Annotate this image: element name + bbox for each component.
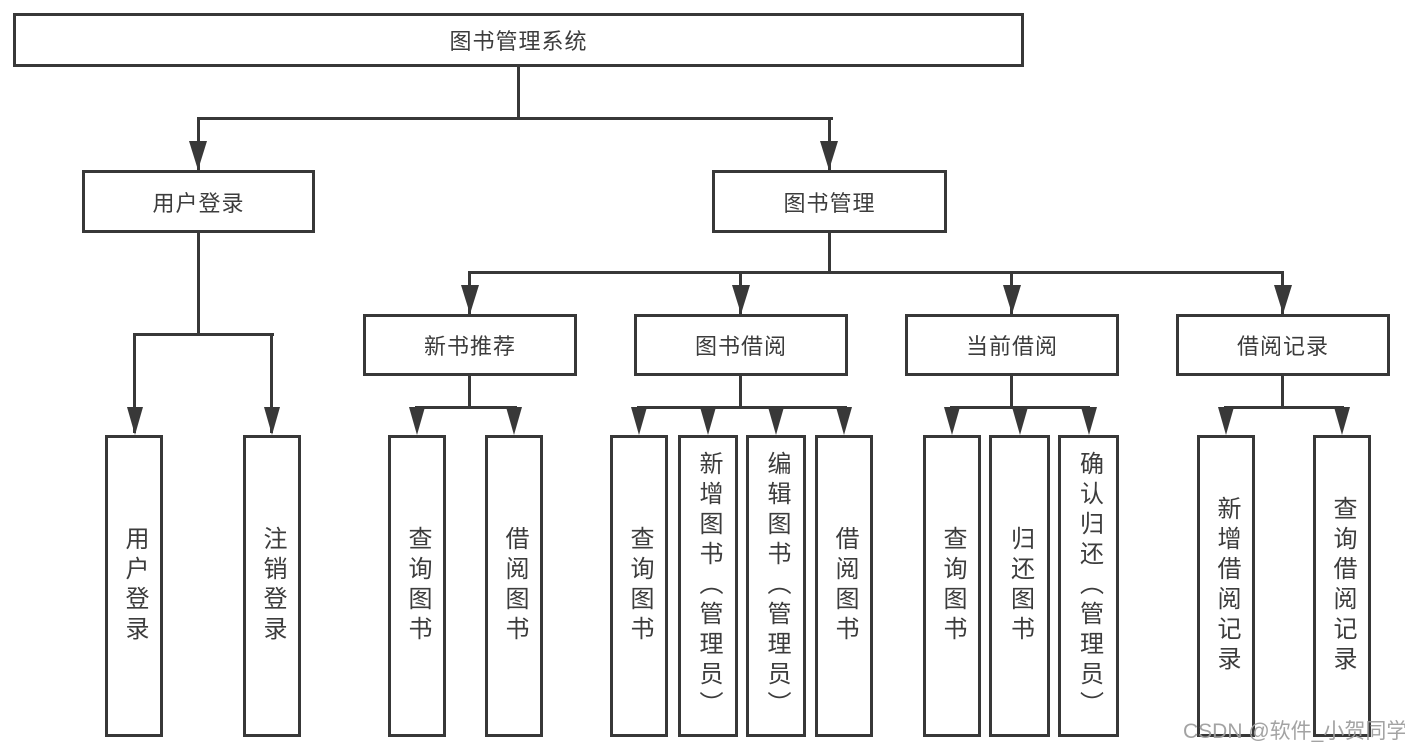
arrow-down-icon bbox=[1081, 407, 1097, 435]
arrow-down-icon bbox=[836, 407, 852, 435]
leaf-borrow-books: 借阅图书 bbox=[815, 435, 873, 737]
arrow-down-icon bbox=[461, 285, 479, 314]
leaf-add-borrow-record: 新增借阅记录 bbox=[1197, 435, 1255, 737]
arrow-down-icon bbox=[506, 407, 522, 435]
leaf-return-book: 归还图书 bbox=[989, 435, 1050, 737]
connector-user-login-bus bbox=[133, 333, 274, 336]
node-root: 图书管理系统 bbox=[13, 13, 1024, 67]
arrow-down-icon bbox=[631, 407, 647, 435]
connector-new-book-bus bbox=[415, 406, 517, 409]
node-new-book-recommend: 新书推荐 bbox=[363, 314, 577, 376]
connector-level2-bus bbox=[197, 117, 833, 120]
connector-stem-leaf-logout bbox=[270, 333, 273, 433]
connector-level3-bus bbox=[469, 271, 1284, 274]
connector-root-drop bbox=[517, 67, 520, 119]
leaf-query-books-current: 查询图书 bbox=[923, 435, 981, 737]
csdn-watermark: CSDN @软件_小贺同学 bbox=[1183, 720, 1405, 743]
leaf-logout: 注销登录 bbox=[243, 435, 301, 737]
connector-borrow-records-bus bbox=[1224, 406, 1344, 409]
connector-stem-leaf-login bbox=[133, 333, 136, 433]
connector-new-book-drop bbox=[468, 376, 471, 408]
arrow-down-icon bbox=[768, 407, 784, 435]
arrow-down-icon bbox=[189, 141, 207, 170]
arrow-down-icon bbox=[820, 141, 838, 170]
arrow-down-icon bbox=[732, 285, 750, 314]
connector-book-management-drop bbox=[828, 233, 831, 274]
node-user-login: 用户登录 bbox=[82, 170, 315, 233]
connector-book-borrow-bus bbox=[637, 406, 847, 409]
leaf-user-login: 用户登录 bbox=[105, 435, 163, 737]
arrow-down-icon bbox=[1274, 285, 1292, 314]
leaf-add-book-admin: 新增图书（管理员） bbox=[678, 435, 738, 737]
leaf-edit-book-admin: 编辑图书（管理员） bbox=[746, 435, 806, 737]
connector-user-login-drop bbox=[197, 233, 200, 336]
node-current-borrow: 当前借阅 bbox=[905, 314, 1119, 376]
arrow-down-icon bbox=[700, 407, 716, 435]
arrow-down-icon bbox=[944, 407, 960, 435]
arrow-down-icon bbox=[1218, 407, 1234, 435]
connector-borrow-records-drop bbox=[1281, 376, 1284, 408]
connector-book-borrow-drop bbox=[739, 376, 742, 408]
arrow-down-icon bbox=[264, 407, 280, 435]
node-borrow-records: 借阅记录 bbox=[1176, 314, 1390, 376]
leaf-borrow-books-recommend: 借阅图书 bbox=[485, 435, 543, 737]
arrow-down-icon bbox=[409, 407, 425, 435]
arrow-down-icon bbox=[1003, 285, 1021, 314]
arrow-down-icon bbox=[1012, 407, 1028, 435]
arrow-down-icon bbox=[1334, 407, 1350, 435]
leaf-confirm-return-admin: 确认归还（管理员） bbox=[1058, 435, 1119, 737]
leaf-query-books-recommend: 查询图书 bbox=[388, 435, 446, 737]
leaf-query-books-borrow: 查询图书 bbox=[610, 435, 668, 737]
node-book-borrow: 图书借阅 bbox=[634, 314, 848, 376]
leaf-query-borrow-record: 查询借阅记录 bbox=[1313, 435, 1371, 737]
arrow-down-icon bbox=[127, 407, 143, 435]
connector-current-borrow-drop bbox=[1010, 376, 1013, 408]
node-book-management: 图书管理 bbox=[712, 170, 947, 233]
